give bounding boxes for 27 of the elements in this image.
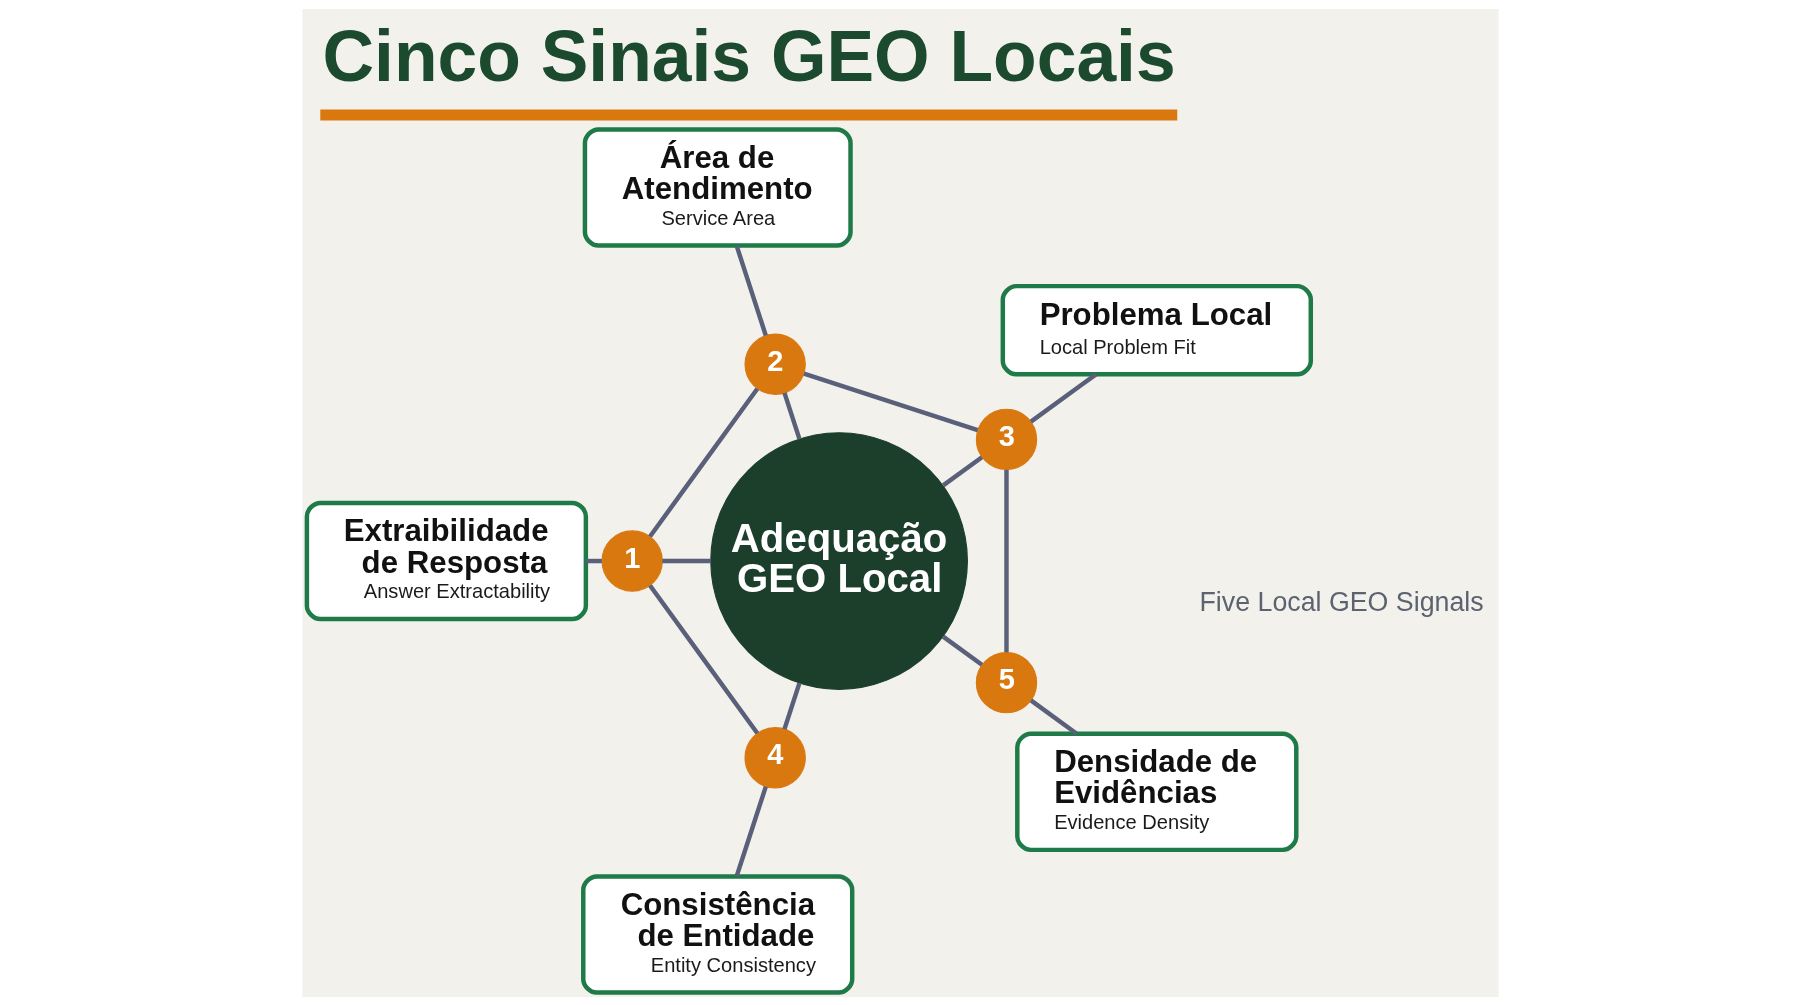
node-box: Densidade de Evidências Evidence Density bbox=[1014, 731, 1298, 852]
connector bbox=[1029, 372, 1097, 423]
connector bbox=[802, 371, 978, 432]
node-circle: 3 bbox=[975, 408, 1037, 470]
node-box: Extraibilidade de Resposta Answer Extractability bbox=[304, 500, 588, 621]
connector bbox=[661, 558, 711, 563]
connector bbox=[941, 454, 983, 487]
connector bbox=[1029, 698, 1078, 735]
connector bbox=[647, 583, 759, 735]
connector bbox=[734, 244, 768, 336]
node-circle: 1 bbox=[601, 529, 663, 592]
node-box: Problema Local Local Problem Fit bbox=[1000, 283, 1313, 376]
node-circle: 5 bbox=[975, 651, 1037, 713]
diagram-title: Cinco Sinais GEO Locais bbox=[322, 15, 1176, 96]
connector bbox=[781, 391, 802, 440]
node-box: Consistência de Entidade Entity Consistency bbox=[580, 873, 854, 995]
node-box: Área de Atendimento Service Area bbox=[582, 126, 853, 248]
label: Five Local GEO Signals bbox=[1199, 586, 1484, 617]
node-circle: Adequação GEO Local bbox=[709, 431, 968, 690]
connector bbox=[1003, 469, 1009, 652]
connector bbox=[585, 558, 602, 563]
node-circle: 4 bbox=[743, 726, 806, 788]
connector bbox=[647, 386, 759, 538]
connector bbox=[941, 634, 983, 667]
connector bbox=[734, 785, 768, 877]
connector bbox=[781, 681, 802, 730]
node-circle: 2 bbox=[743, 333, 806, 395]
